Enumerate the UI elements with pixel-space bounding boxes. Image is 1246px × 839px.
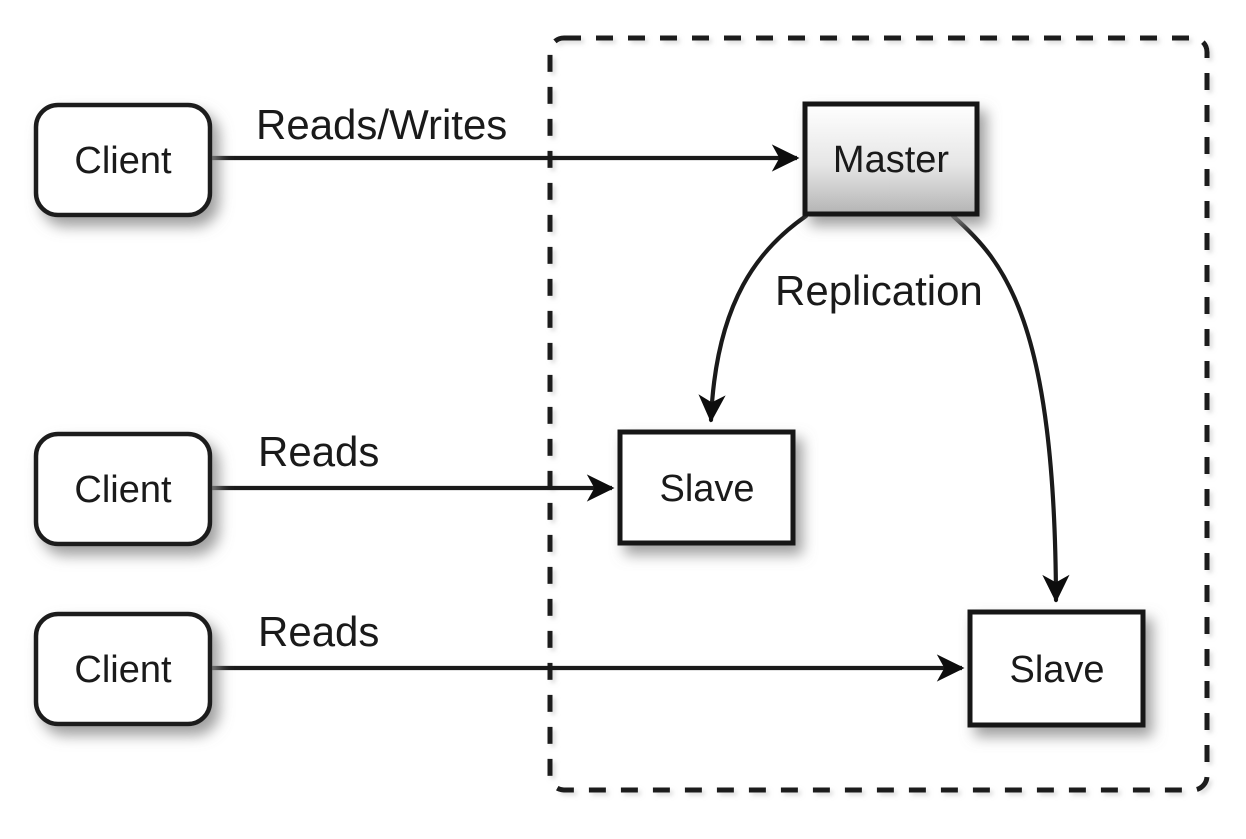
database-cluster-boundary xyxy=(547,35,1210,793)
edge-group-client-links xyxy=(211,144,965,682)
server-node-slave-2[interactable]: Slave xyxy=(967,609,1146,728)
master-box[interactable] xyxy=(802,101,980,217)
slave-2-box[interactable] xyxy=(967,609,1146,728)
client-3-label: Client xyxy=(74,649,172,691)
edge-group-replication xyxy=(698,213,1070,603)
client-node-client-3[interactable]: Client xyxy=(33,611,213,727)
client-1-label: Client xyxy=(74,140,172,182)
client-node-client-1[interactable]: Client xyxy=(33,102,213,218)
client-2-box[interactable] xyxy=(33,431,213,547)
server-node-slave-1[interactable]: Slave xyxy=(617,429,796,546)
cluster-boundary-rect xyxy=(547,35,1210,793)
slave-2-label: Slave xyxy=(1009,649,1104,691)
slave-1-label: Slave xyxy=(659,468,754,510)
edge-label-group: Reads/Writes Reads Reads Replication xyxy=(256,101,983,655)
slave-1-box[interactable] xyxy=(617,429,796,546)
client-2-label: Client xyxy=(74,469,172,511)
client-1-box[interactable] xyxy=(33,102,213,218)
edge-master-to-slave1-curve xyxy=(698,213,809,423)
client-node-client-2[interactable]: Client xyxy=(33,431,213,547)
edge-label-reads-writes: Reads/Writes xyxy=(256,101,507,148)
master-label: Master xyxy=(833,139,949,181)
edge-label-reads-slave2: Reads xyxy=(258,608,379,655)
edge-label-replication: Replication xyxy=(775,267,983,314)
edge-label-reads-slave1: Reads xyxy=(258,428,379,475)
edge-master-to-slave2-curve xyxy=(950,213,1070,603)
server-node-master[interactable]: Master xyxy=(802,101,980,217)
client-3-box[interactable] xyxy=(33,611,213,727)
